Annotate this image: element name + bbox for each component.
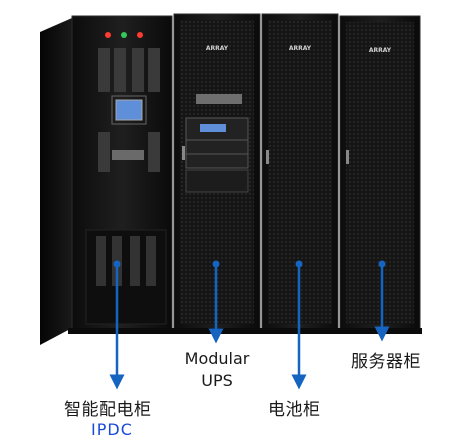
- server-arrow: [374, 260, 390, 342]
- ipdc-label-cn: 智能配电柜: [64, 400, 152, 420]
- battery-logo: ARRAY: [289, 45, 312, 52]
- ups-label-line2: UPS: [201, 371, 233, 390]
- ipdc-label-en: IPDC: [91, 420, 133, 439]
- ups-logo: ARRAY: [206, 45, 229, 52]
- indicator-light: [105, 32, 111, 38]
- server-label: 服务器柜: [351, 352, 421, 372]
- modular-ups-cabinet: ARRAY: [173, 13, 261, 331]
- indicator-light: [121, 32, 127, 38]
- ipdc-side-panel: [40, 18, 72, 345]
- ipdc-arrow: [109, 260, 125, 390]
- ups-arrow: [208, 260, 224, 344]
- battery-arrow: [291, 260, 307, 390]
- ipdc-display-screen: [115, 99, 143, 121]
- ipdc-cabinet: [71, 15, 173, 331]
- ups-label-line1: Modular: [184, 349, 250, 368]
- server-cabinet: ARRAY: [339, 15, 421, 331]
- ups-label: Modular UPS: [174, 348, 260, 392]
- indicator-light: [137, 32, 143, 38]
- server-logo: ARRAY: [369, 47, 392, 54]
- battery-label: 电池柜: [268, 400, 321, 420]
